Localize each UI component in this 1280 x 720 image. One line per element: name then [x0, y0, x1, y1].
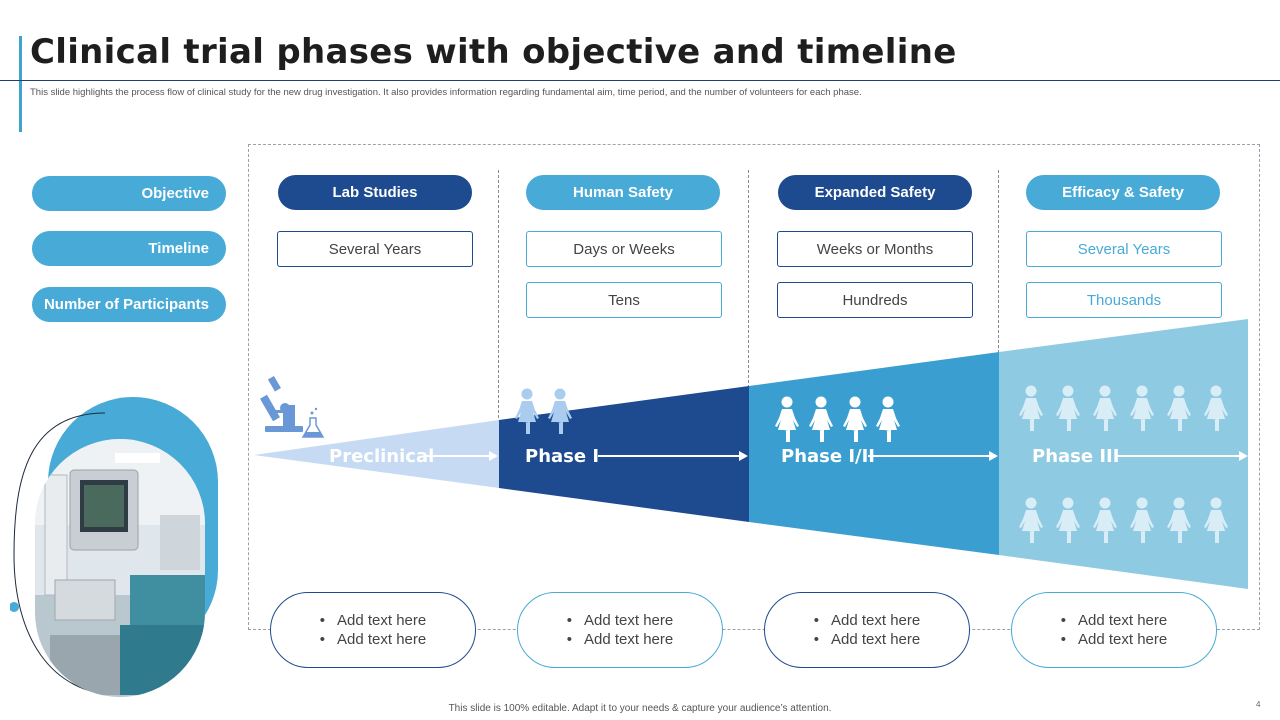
objective-pill-phase-1-2: Expanded Safety: [778, 175, 972, 210]
flask-icon: [301, 407, 325, 438]
row-label-objective: Objective: [32, 176, 226, 211]
row-label-timeline: Timeline: [32, 231, 226, 266]
funnel-segment-preclinical: [254, 420, 499, 488]
title-accent-bar: [19, 36, 22, 132]
footer-note: This slide is 100% editable. Adapt it to…: [448, 703, 832, 714]
page-subtitle: This slide highlights the process flow o…: [30, 87, 862, 98]
participants-box-phase-1: Tens: [526, 282, 722, 318]
photo-hospital-room: [10, 397, 218, 697]
notes-oval-phase-1: Add text here Add text here: [517, 592, 723, 668]
notes-oval-phase-1-2: Add text here Add text here: [764, 592, 970, 668]
page-title: Clinical trial phases with objective and…: [30, 32, 957, 72]
timeline-box-phase-1: Days or Weeks: [526, 231, 722, 267]
arrow-phase-1-2: [868, 451, 998, 461]
bullet-item: Add text here: [814, 611, 920, 630]
column-divider: [998, 170, 999, 488]
participants-box-phase-1-2: Hundreds: [777, 282, 973, 318]
row-label-participants: Number of Participants: [32, 287, 226, 322]
bullet-item: Add text here: [320, 611, 426, 630]
phase-label-preclinical: Preclinical: [329, 446, 435, 467]
phase-label-phase-1-2: Phase I/II: [781, 446, 876, 467]
content-frame: [248, 144, 1260, 630]
objective-pill-preclinical: Lab Studies: [278, 175, 472, 210]
arrow-phase-1: [598, 451, 748, 461]
participants-box-phase-3: Thousands: [1026, 282, 1222, 318]
phase-label-phase-1: Phase I: [525, 446, 600, 467]
bullet-item: Add text here: [320, 630, 426, 649]
bullet-item: Add text here: [567, 611, 673, 630]
timeline-box-phase-3: Several Years: [1026, 231, 1222, 267]
notes-oval-preclinical: Add text here Add text here: [270, 592, 476, 668]
bullet-item: Add text here: [567, 630, 673, 649]
microscope-icon: [260, 375, 303, 432]
objective-pill-phase-1: Human Safety: [526, 175, 720, 210]
arrow-phase-3: [1115, 451, 1248, 461]
funnel-segment-phase-1-2: [749, 352, 999, 555]
bullet-item: Add text here: [1061, 630, 1167, 649]
title-underline: [0, 80, 1280, 81]
objective-pill-phase-3: Efficacy & Safety: [1026, 175, 1220, 210]
phase-label-phase-3: Phase III: [1032, 446, 1120, 467]
notes-oval-phase-3: Add text here Add text here: [1011, 592, 1217, 668]
timeline-box-preclinical: Several Years: [277, 231, 473, 267]
column-divider: [748, 170, 749, 488]
page-number: 4: [1256, 700, 1261, 709]
timeline-box-phase-1-2: Weeks or Months: [777, 231, 973, 267]
column-divider: [498, 170, 499, 488]
arrow-preclinical: [425, 451, 498, 461]
bullet-item: Add text here: [1061, 611, 1167, 630]
bullet-item: Add text here: [814, 630, 920, 649]
